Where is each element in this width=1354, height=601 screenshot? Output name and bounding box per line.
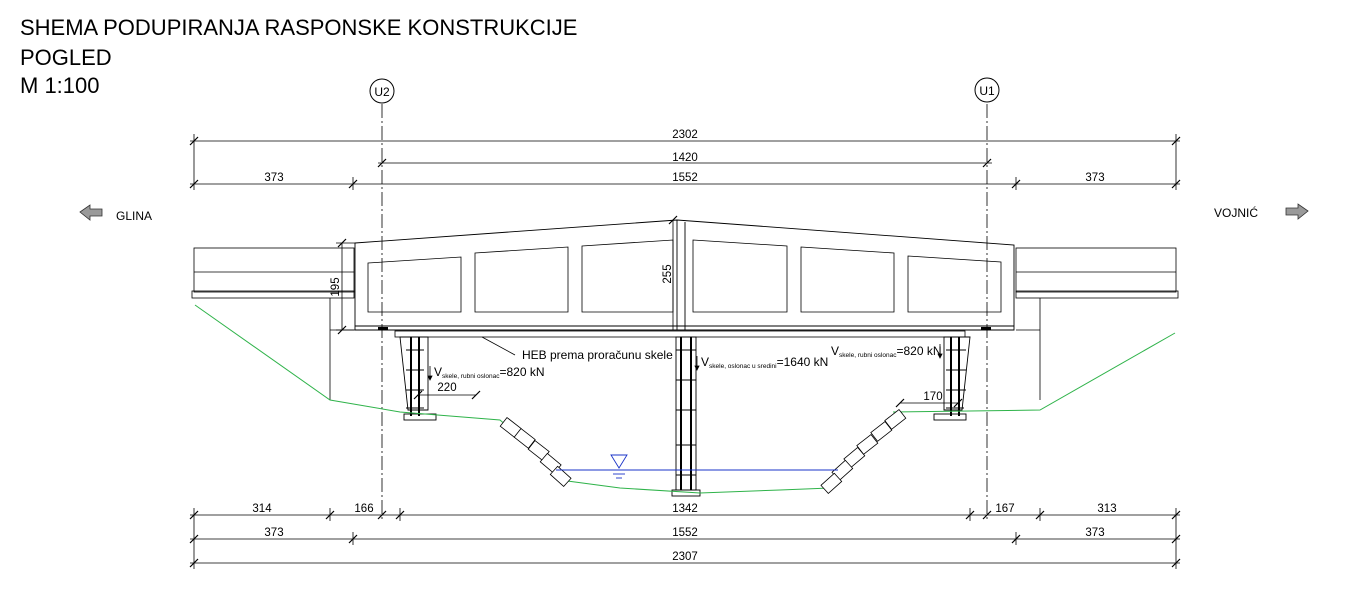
terrain-line: [194, 304, 1176, 494]
dim-top-total: 2302: [672, 129, 698, 141]
dim-bot-total: 2307: [672, 551, 698, 563]
dim-bot-2-mid: 1552: [672, 527, 698, 539]
load-left-value: =820 kN: [499, 365, 544, 379]
support-offset-dimensions: [418, 394, 958, 404]
load-arrows: [427, 344, 943, 381]
heb-leader-line: [481, 336, 516, 356]
riprap-left: [499, 416, 572, 488]
heb-note: HEB prema proračunu skele: [522, 348, 673, 362]
axis-label-u2: U2: [374, 85, 390, 99]
dim-top-right: 373: [1085, 172, 1104, 184]
dim-bot-1-a: 166: [354, 503, 373, 515]
dim-left-offset: 220: [437, 382, 456, 394]
bearing-left: [378, 327, 388, 330]
load-left-sub: skele, rubni oslonac: [442, 373, 500, 380]
approach-slab-right: [1015, 247, 1179, 299]
load-right-label: Vskele, rubni oslonac=820 kN: [831, 344, 942, 359]
load-left-v: V: [434, 365, 442, 379]
dim-bot-2-right: 373: [1085, 527, 1104, 539]
dim-top-left: 373: [264, 172, 283, 184]
bottom-dimensions: [190, 508, 1180, 569]
direction-arrow-left-icon: [79, 204, 103, 221]
direction-label-right: VOJNIĆ: [1214, 205, 1258, 220]
dim-bot-1-left: 314: [252, 503, 272, 515]
title-line-2: POGLED: [20, 45, 112, 70]
direction-arrow-right-icon: [1285, 203, 1309, 220]
dim-height-mid: 255: [662, 264, 674, 283]
dim-bot-1-mid: 1342: [672, 503, 698, 515]
axis-marker-u1: U1: [974, 77, 1000, 103]
axis-label-u1: U1: [979, 84, 995, 98]
dim-right-offset: 170: [923, 391, 942, 403]
dim-height-left: 195: [330, 277, 342, 296]
load-mid-sub: skele, oslonac u sredini: [709, 363, 777, 370]
abutment-right: [1016, 298, 1041, 400]
axis-marker-u2: U2: [369, 78, 395, 104]
water-level-icon: [610, 454, 628, 479]
approach-slab-left: [191, 247, 355, 299]
load-right-sub: skele, rubni oslonac: [839, 352, 897, 359]
load-mid-label: Vskele, oslonac u sredini=1640 kN: [701, 355, 828, 370]
load-mid-v: V: [701, 355, 709, 369]
title-line-3: M 1:100: [20, 73, 100, 98]
height-dimensions: [336, 220, 674, 331]
heb-beam: [394, 330, 966, 338]
dim-axis-span: 1420: [672, 152, 698, 164]
scaffold-left: [399, 336, 437, 421]
girder-web-panels: [367, 239, 1002, 313]
load-right-v: V: [831, 344, 839, 358]
riprap-right: [820, 408, 907, 495]
bearing-right: [981, 327, 991, 330]
load-mid-value: =1640 kN: [777, 355, 829, 369]
scaffold-middle: [671, 336, 701, 497]
dim-bot-1-b: 167: [995, 503, 1014, 515]
dim-bot-1-right: 313: [1097, 503, 1116, 515]
load-left-label: Vskele, rubni oslonac=820 kN: [434, 365, 545, 380]
main-girder: [354, 219, 1015, 331]
axis-lines: [381, 104, 988, 520]
dim-bot-2-left: 373: [264, 527, 283, 539]
dim-top-middle: 1552: [672, 172, 698, 184]
load-right-value: =820 kN: [896, 344, 941, 358]
title-line-1: SHEMA PODUPIRANJA RASPONSKE KONSTRUKCIJE: [20, 15, 578, 40]
direction-label-left: GLINA: [116, 209, 152, 223]
